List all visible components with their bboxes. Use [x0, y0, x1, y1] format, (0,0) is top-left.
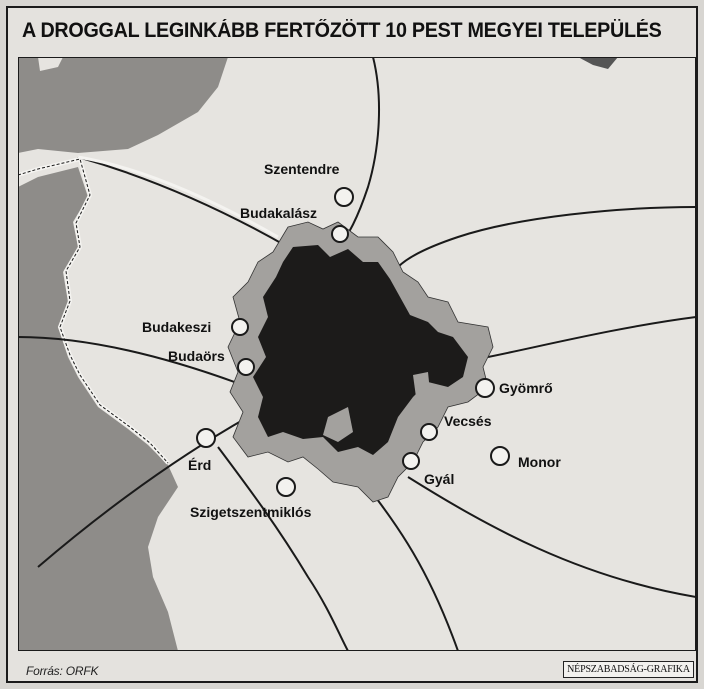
credit-badge: NÉPSZABADSÁG-GRAFIKA: [563, 661, 694, 678]
town-budaors: Budaörs: [168, 348, 255, 376]
road-west: [18, 336, 249, 388]
town-marker-icon: [334, 187, 354, 207]
highway-northwest: [77, 155, 279, 239]
town-label: Gyál: [424, 471, 454, 487]
top-left-region: [18, 57, 228, 153]
town-marker-icon: [420, 423, 438, 441]
town-vecses: Vecsés: [420, 413, 492, 441]
town-label: Szigetszentmiklós: [190, 504, 312, 520]
town-label: Szentendre: [264, 161, 340, 177]
town-budakeszi: Budakeszi: [142, 318, 249, 336]
town-label: Gyömrő: [499, 380, 553, 396]
road-east: [487, 316, 696, 358]
town-gyomro: Gyömrő: [475, 378, 553, 398]
town-marker-icon: [196, 428, 216, 448]
budapest-core: [253, 245, 468, 455]
town-markers: Szentendre Budakalász Budakeszi Budaörs …: [142, 161, 561, 520]
roads: [18, 57, 696, 651]
town-gyal: Gyál: [402, 452, 454, 487]
road-south: [367, 486, 459, 651]
town-label: Budakeszi: [142, 319, 211, 335]
town-monor: Monor: [490, 446, 561, 470]
town-marker-icon: [331, 225, 349, 243]
town-marker-icon: [475, 378, 495, 398]
town-marker-icon: [237, 358, 255, 376]
road-southeast: [407, 476, 696, 598]
town-marker-icon: [490, 446, 510, 466]
road-northeast: [397, 206, 696, 268]
town-label: Érd: [188, 457, 211, 473]
core-notch-south: [323, 407, 353, 442]
source-note: Forrás: ORFK: [26, 664, 99, 678]
town-marker-icon: [402, 452, 420, 470]
left-region: [18, 167, 178, 651]
town-szentendre: Szentendre: [264, 161, 354, 207]
road-northwest: [77, 156, 289, 248]
town-budakalasz: Budakalász: [240, 205, 349, 243]
road-danube: [217, 446, 349, 651]
town-label: Budakalász: [240, 205, 317, 221]
town-marker-icon: [231, 318, 249, 336]
town-label: Vecsés: [444, 413, 492, 429]
town-szigetszentmiklos: Szigetszentmiklós: [190, 477, 312, 520]
county-border-dash: [18, 158, 169, 464]
top-left-bay: [38, 57, 63, 71]
map-title: A DROGGAL LEGINKÁBB FERTŐZÖTT 10 PEST ME…: [22, 19, 662, 42]
road-southwest: [37, 416, 249, 568]
town-erd: Érd: [188, 428, 216, 473]
map-canvas: Szentendre Budakalász Budakeszi Budaörs …: [18, 57, 696, 651]
top-right-mark: [578, 57, 618, 69]
town-label: Monor: [518, 454, 561, 470]
town-label: Budaörs: [168, 348, 225, 364]
town-marker-icon: [276, 477, 296, 497]
core-notch-east: [413, 372, 430, 397]
